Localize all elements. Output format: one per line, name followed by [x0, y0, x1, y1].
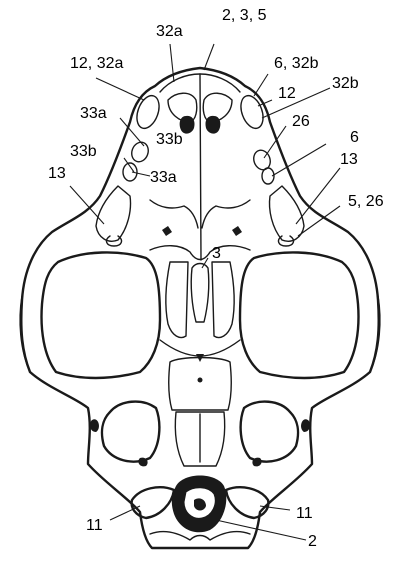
orbit-left [42, 252, 160, 378]
basicranium-foramen [198, 378, 203, 383]
label-33a-left: 33a [80, 106, 107, 122]
vomer [191, 264, 209, 323]
midline-suture [200, 74, 201, 260]
label-32a-top: 32a [156, 24, 183, 40]
label-6-32b: 6, 32b [274, 56, 318, 72]
meatus-right [301, 419, 310, 432]
label-11-right: 11 [296, 506, 313, 522]
occipital-crest [150, 532, 250, 540]
orbit-right [240, 252, 358, 378]
palate-left-edge [150, 200, 198, 228]
label-6-right: 6 [350, 130, 359, 146]
canine-left [133, 93, 163, 132]
label-26-right: 26 [292, 114, 310, 130]
label-33b-inner: 33b [156, 132, 183, 148]
label-12-32a: 12, 32a [70, 56, 123, 72]
palate-right-edge [202, 200, 250, 228]
palatine-foramen-right [232, 226, 242, 236]
pterygoid-right [212, 262, 234, 338]
palate-posterior [150, 246, 250, 260]
label-3-mid: 3 [212, 246, 221, 262]
incisor-right [205, 116, 220, 134]
pterygoid-left [166, 262, 188, 338]
label-5-26-right: 5, 26 [348, 194, 384, 210]
premolar-left-a [129, 140, 151, 164]
label-33b-left: 33b [70, 144, 97, 160]
bulla-left [102, 402, 159, 462]
meatus-left [90, 419, 99, 432]
label-33a-inner: 33a [150, 170, 177, 186]
label-13-right: 13 [340, 152, 358, 168]
condyle-right [226, 487, 268, 518]
label-12-right: 12 [278, 86, 296, 102]
basisphenoid-top [160, 340, 240, 356]
condyle-left [132, 487, 174, 518]
label-2-bottom: 2 [308, 534, 317, 550]
label-32b-right: 32b [332, 76, 359, 92]
bulla-right [241, 402, 298, 462]
label-11-left: 11 [86, 518, 103, 534]
palatine-foramen-left [162, 226, 172, 236]
label-2-3-5: 2, 3, 5 [222, 8, 266, 24]
basicranium [169, 358, 232, 411]
label-13-left: 13 [48, 166, 66, 182]
canine-right [237, 93, 267, 132]
